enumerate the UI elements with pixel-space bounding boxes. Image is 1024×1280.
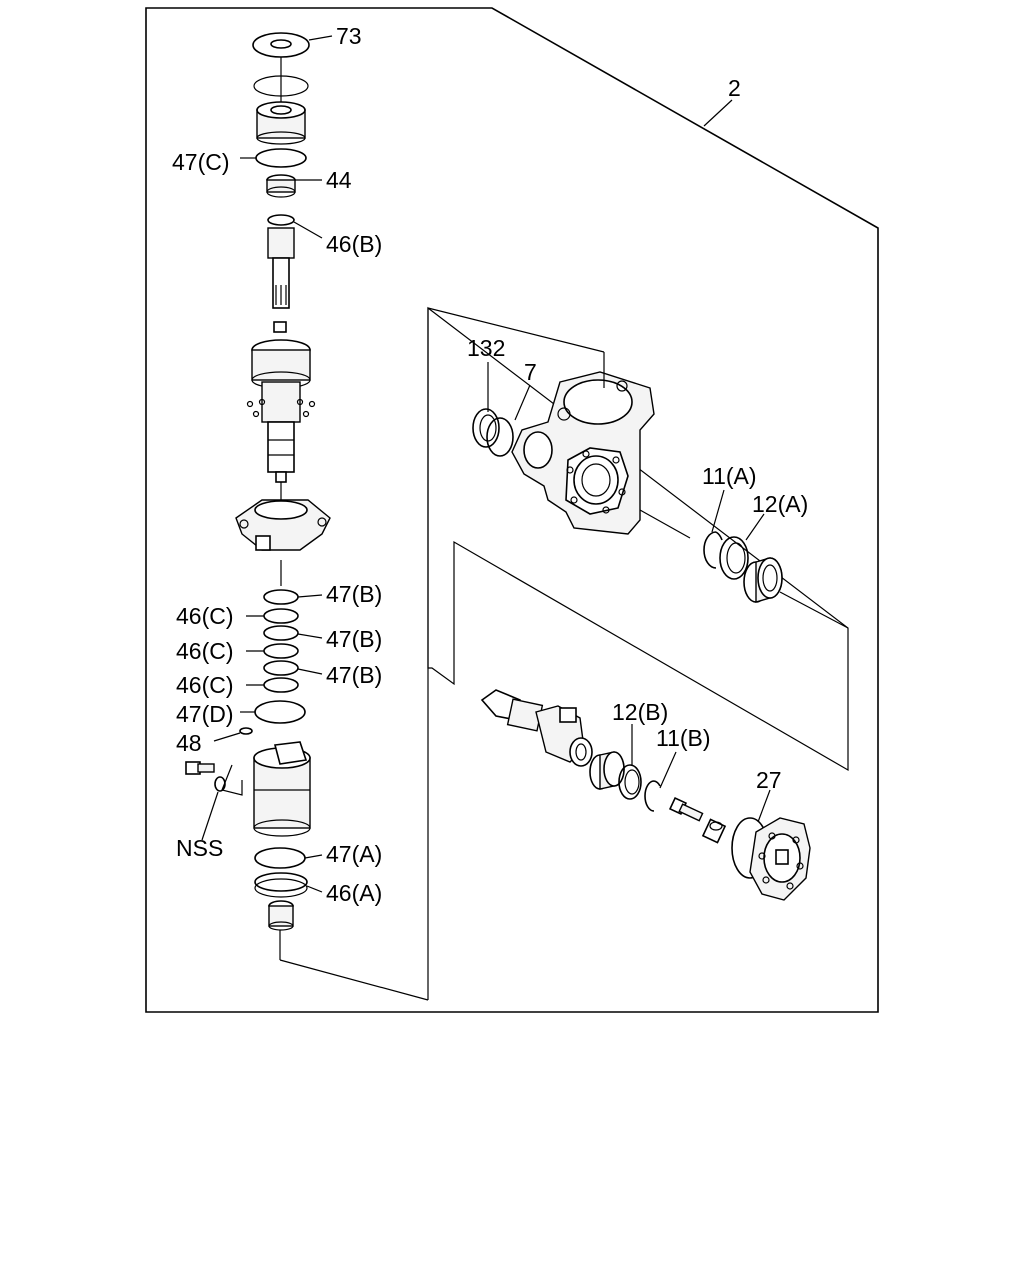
bearing-44 [266,174,296,198]
callout-44: 44 [326,167,352,193]
o-ring-47b-3 [263,660,299,676]
callout-12b: 12(B) [612,699,668,725]
callout-46c-3: 46(C) [176,672,234,698]
callout-132: 132 [467,335,505,361]
callout-27: 27 [756,767,782,793]
callout-2: 2 [728,75,741,101]
washer-48 [239,727,253,735]
seal-46c-2 [263,643,299,659]
housing-subframe [427,306,849,772]
o-ring-47a [254,847,306,869]
callout-11a: 11(A) [702,463,757,489]
valve-assembly [246,339,316,483]
callout-47c: 47(C) [172,149,230,175]
o-ring-47b-2 [263,625,299,641]
callout-47b-1: 47(B) [326,581,382,607]
callout-12a: 12(A) [752,491,808,517]
callout-nss: NSS [176,835,223,861]
adjust-plug [268,900,294,931]
callout-47b-2: 47(B) [326,626,382,652]
callout-46a: 46(A) [326,880,382,906]
seal-132 [472,408,500,448]
callout-7: 7 [524,359,537,385]
bolt-nss [185,761,243,796]
callout-47d: 47(D) [176,701,234,727]
lower-housing [253,741,311,837]
callout-46c-2: 46(C) [176,638,234,664]
callout-46b: 46(B) [326,231,382,257]
snap-ring-11a [703,531,723,569]
gear-housing [511,371,655,535]
valve-body-flange [235,499,331,551]
callout-73: 73 [336,23,362,49]
seal-12b [618,764,642,800]
adjust-screw [668,796,727,844]
bearing-12a-outer [743,557,783,603]
sector-shaft [480,689,593,767]
seal-housing [256,101,306,145]
input-shaft [267,227,295,309]
side-cover-27 [731,817,811,901]
seal-46b [267,214,295,226]
o-ring-47b-1 [263,589,299,605]
callout-48: 48 [176,730,202,756]
callout-46c-1: 46(C) [176,603,234,629]
snap-ring-11b [644,780,661,812]
o-ring-47d [254,700,306,724]
callout-47b-3: 47(B) [326,662,382,688]
seal-46a [254,872,308,898]
callout-47a: 47(A) [326,841,382,867]
seal-12a [719,536,749,580]
washer-73 [252,32,310,58]
o-ring-47c [255,148,307,168]
seal-46c-3 [263,677,299,693]
seal-46c-1 [263,608,299,624]
assembly-frame [145,7,879,1013]
o-ring-7 [486,417,514,457]
callout-11b: 11(B) [656,725,711,751]
